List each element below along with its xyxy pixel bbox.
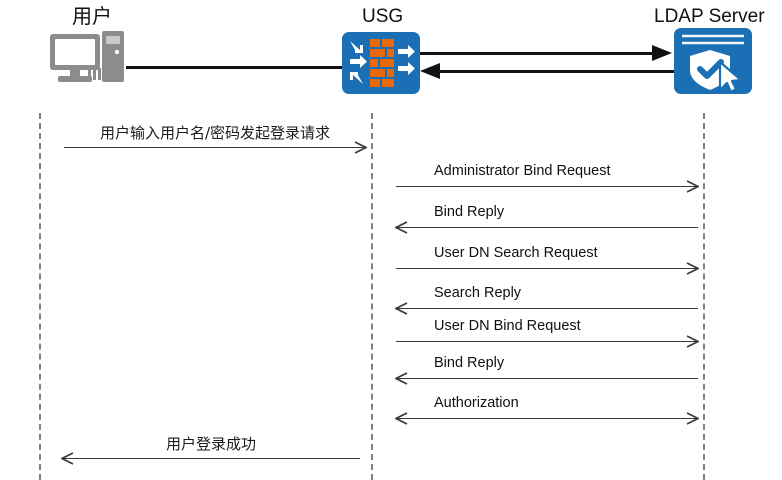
- arrow-right-icon-usg-to-ldap: [652, 43, 674, 68]
- lifeline-user: [39, 113, 41, 480]
- message-line: [396, 268, 698, 269]
- message-label: 用户登录成功: [165, 434, 257, 453]
- message-label: User DN Search Request: [434, 245, 598, 262]
- message-line: [396, 227, 698, 228]
- arrow-right-icon: [686, 335, 699, 348]
- ldap-server-shield-icon: [674, 28, 752, 99]
- link-usg-to-ldap: [420, 52, 658, 55]
- node-title-usg: USG: [362, 6, 404, 27]
- message-label: Bind Reply: [434, 204, 505, 221]
- node-title-ldap-server: LDAP Server: [654, 6, 765, 27]
- message-line: [396, 186, 698, 187]
- lifeline-usg: [371, 113, 373, 480]
- message-label: User DN Bind Request: [434, 318, 581, 335]
- message-line: [396, 341, 698, 342]
- message-line: [396, 308, 698, 309]
- message-line: [62, 458, 360, 459]
- arrow-right-icon: [686, 412, 699, 425]
- message-label: 用户输入用户名/密码发起登录请求: [99, 123, 331, 142]
- message-line: [64, 147, 366, 148]
- message-line: [396, 418, 698, 419]
- arrow-right-icon: [354, 141, 367, 154]
- arrow-left-icon: [395, 302, 408, 315]
- message-label: Authorization: [434, 395, 519, 412]
- message-label: Search Reply: [434, 285, 522, 302]
- arrow-right-icon: [686, 180, 699, 193]
- firewall-icon: [342, 32, 420, 99]
- arrow-left-icon: [395, 221, 408, 234]
- lifeline-ldap-server: [703, 113, 705, 480]
- link-user-usg: [126, 66, 342, 69]
- message-label: Administrator Bind Request: [434, 163, 611, 180]
- arrow-right-icon: [686, 262, 699, 275]
- node-title-user: 用户: [72, 4, 112, 28]
- arrow-left-icon-ldap-to-usg: [418, 61, 440, 86]
- message-label: Bind Reply: [434, 355, 505, 372]
- message-line: [396, 378, 698, 379]
- arrow-left-icon: [395, 372, 408, 385]
- arrow-left-icon: [61, 452, 74, 465]
- desktop-computer-icon: [48, 30, 126, 97]
- arrow-left-icon: [395, 412, 408, 425]
- link-ldap-to-usg: [440, 70, 674, 73]
